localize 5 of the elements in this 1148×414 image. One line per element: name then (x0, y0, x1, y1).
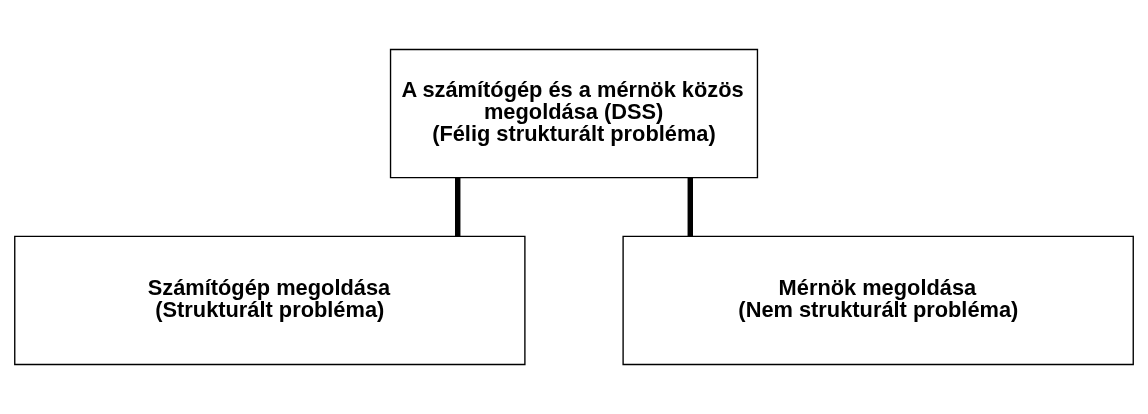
node-box: Számítógép megoldása (Strukturált probléma) (14, 235, 526, 366)
connector (687, 177, 693, 236)
connector (455, 177, 461, 236)
node-box: A számítógép és a mérnök közös megoldása (DSS) (Félig strukturált probléma) (389, 48, 759, 179)
node-box: Mérnök megoldása (Nem strukturált probléma) (622, 235, 1134, 366)
